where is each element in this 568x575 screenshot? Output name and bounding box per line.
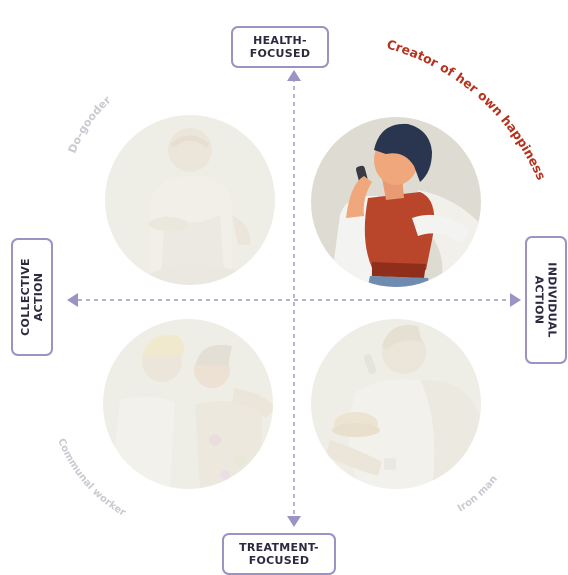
axis-right-line1: INDIVIDUAL — [546, 262, 559, 337]
axis-label-treatment-focused: TREATMENT- FOCUSED — [222, 533, 336, 575]
axis-bottom-line2: FOCUSED — [249, 554, 310, 567]
axis-label-collective-action: COLLECTIVE ACTION — [11, 238, 53, 356]
axis-label-individual-action: INDIVIDUAL ACTION — [525, 236, 567, 364]
axis-left-line1: COLLECTIVE — [19, 258, 32, 336]
arrow-down-icon — [287, 516, 301, 527]
quadrant-label-do-gooder: Do-gooder — [66, 93, 114, 155]
axis-top-line2: FOCUSED — [250, 47, 311, 60]
axis-left-line2: ACTION — [32, 273, 45, 322]
quadrant-label-iron-man: Iron man — [456, 474, 500, 515]
axis-label-health-focused: HEALTH- FOCUSED — [231, 26, 329, 68]
communal-worker-portrait — [103, 319, 276, 489]
axis-bottom-line1: TREATMENT- — [239, 541, 319, 554]
creator-portrait — [311, 117, 500, 295]
do-gooder-portrait — [105, 115, 275, 285]
iron-man-portrait — [311, 319, 481, 489]
axis-top-line1: HEALTH- — [253, 34, 307, 47]
arrow-left-icon — [67, 293, 78, 307]
arrow-right-icon — [510, 293, 521, 307]
axis-right-line2: ACTION — [533, 276, 546, 325]
arrow-up-icon — [287, 70, 301, 81]
